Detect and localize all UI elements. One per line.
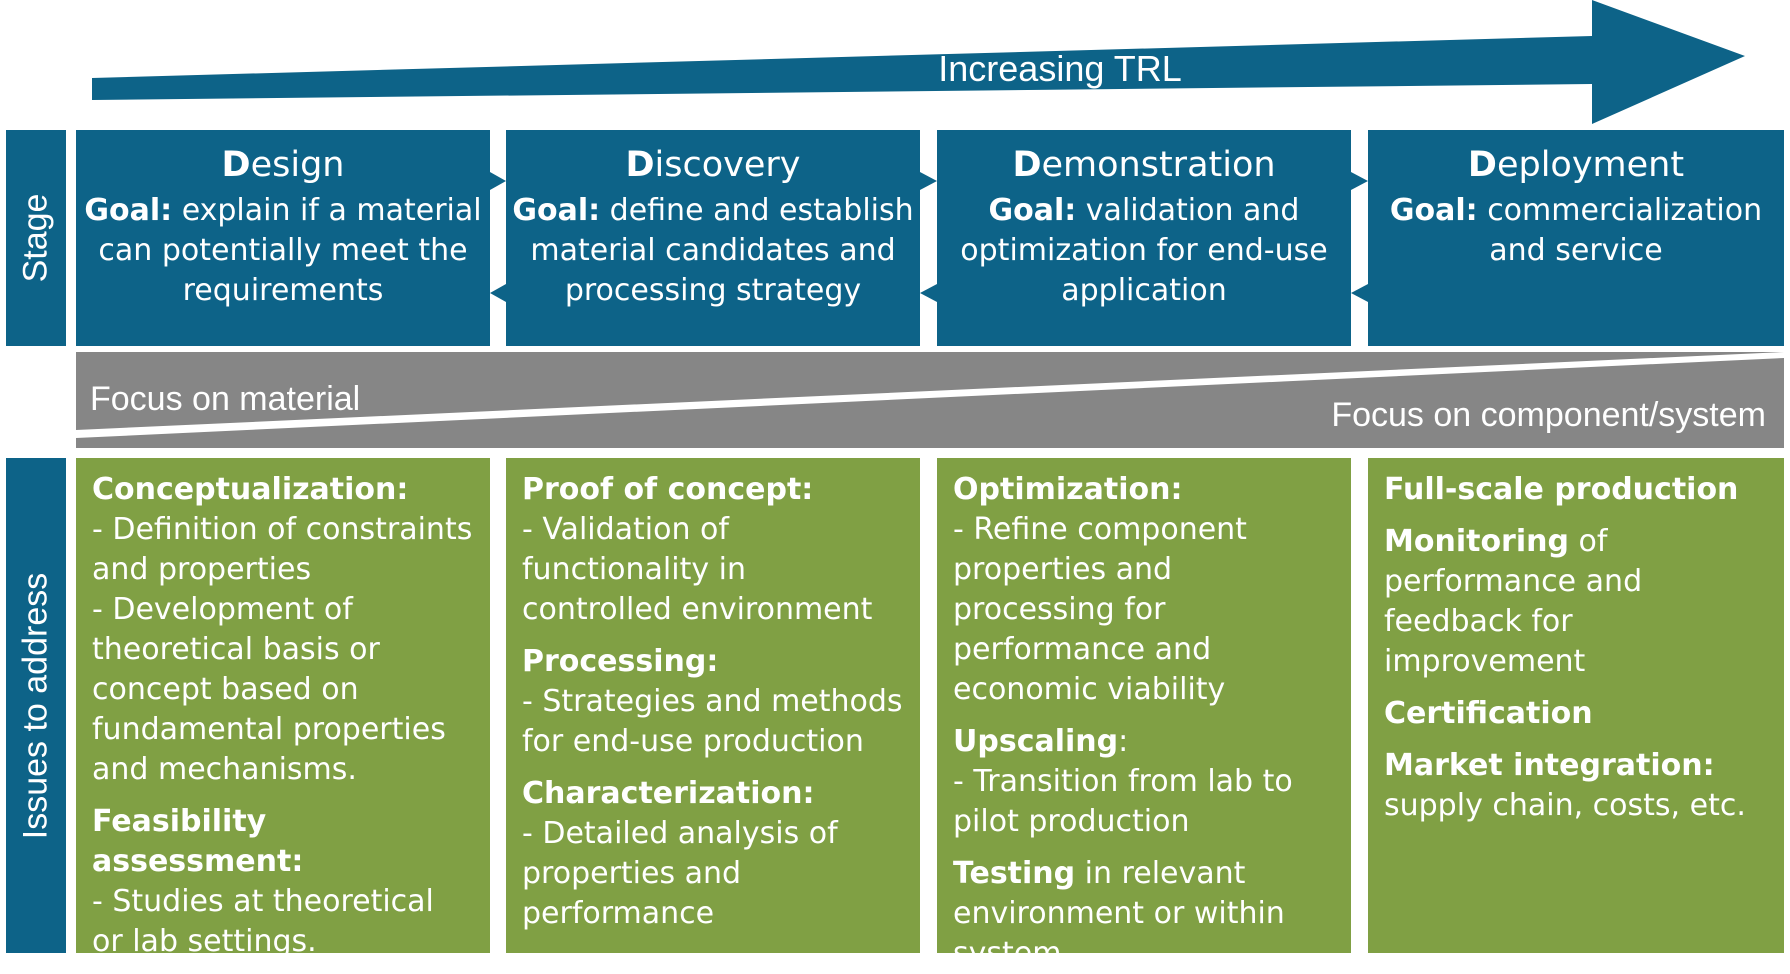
stage-design: Design Goal: explain if a material can p… (76, 130, 490, 346)
issues-discovery: Proof of concept: - Validation of functi… (506, 458, 920, 953)
stage-deployment-goal: Goal: commercialization and service (1389, 193, 1763, 268)
issue-block: Market integration: supply chain, costs,… (1384, 746, 1768, 826)
focus-system-wedge (76, 358, 1784, 448)
stage-demonstration: Demonstration Goal: validation and optim… (937, 130, 1351, 346)
issue-heading: Upscaling (953, 724, 1119, 759)
stage-deployment-title: Deployment (1467, 145, 1685, 185)
stage-design-goal: Goal: explain if a material can potentia… (84, 193, 482, 308)
stage-discovery-title: Discovery (625, 145, 801, 185)
issue-heading-suffix: : (1118, 724, 1129, 759)
connector-arrow-left-2 (920, 284, 937, 302)
focus-system-label: Focus on component/system (1331, 396, 1766, 434)
issues-design: Conceptualization: - Definition of const… (76, 458, 490, 959)
stage-deployment: Deployment Goal: commercialization and s… (1368, 130, 1784, 346)
issue-block: Testing in relevant environment or withi… (953, 854, 1335, 974)
issue-heading-suffix: of performance and feedback for improvem… (1384, 524, 1643, 679)
issue-line: - Transition from lab to pilot productio… (953, 764, 1293, 839)
issue-heading: Characterization: (522, 776, 815, 811)
issue-heading: Monitoring (1384, 524, 1569, 559)
connector-arrow-right-1 (490, 172, 506, 190)
issues-side-label-text: Issues to address (16, 572, 55, 839)
issue-line: - Studies at theoretical or lab settings… (92, 884, 434, 959)
issue-line: - Validation of functionality in control… (522, 512, 873, 627)
issues-deployment: Full-scale production Monitoring of perf… (1368, 458, 1784, 953)
issue-heading: Testing (953, 856, 1076, 891)
issues-demonstration: Optimization: - Refine component propert… (937, 458, 1351, 971)
issue-heading: Optimization: (953, 472, 1183, 507)
focus-material-label: Focus on material (90, 380, 361, 418)
issue-block: Monitoring of performance and feedback f… (1384, 522, 1768, 682)
trl-label: Increasing TRL (938, 48, 1182, 89)
issue-heading: Certification (1384, 696, 1593, 731)
issue-heading: Full-scale production (1384, 472, 1739, 507)
stage-demonstration-goal: Goal: validation and optimization for en… (960, 193, 1328, 308)
trl-arrow (92, 0, 1745, 124)
issue-line: - Strategies and methods for end-use pro… (522, 684, 903, 759)
issue-block: Optimization: - Refine component propert… (953, 470, 1335, 710)
stage-discovery-goal: Goal: define and establish material cand… (512, 193, 914, 308)
issue-block: Full-scale production (1384, 470, 1768, 510)
issue-block: Proof of concept: - Validation of functi… (522, 470, 904, 630)
stage-design-title: Design (221, 145, 345, 185)
issue-block: Feasibility assessment: - Studies at the… (92, 802, 474, 962)
stage-side-label: Stage (6, 130, 66, 346)
connector-arrow-left-1 (490, 284, 506, 302)
issue-line: supply chain, costs, etc. (1384, 788, 1746, 823)
issue-block: Processing: - Strategies and methods for… (522, 642, 904, 762)
issue-heading: Proof of concept: (522, 472, 814, 507)
issue-heading: Feasibility assessment: (92, 804, 304, 879)
trl-arrow-shape (92, 0, 1745, 124)
issue-heading: Market integration: (1384, 748, 1715, 783)
focus-material-wedge (76, 352, 1784, 430)
issues-side-label: Issues to address (6, 458, 66, 953)
issue-block: Certification (1384, 694, 1768, 734)
issue-heading: Processing: (522, 644, 719, 679)
issue-block: Characterization: - Detailed analysis of… (522, 774, 904, 934)
issue-block: Conceptualization: - Definition of const… (92, 470, 474, 790)
focus-band (76, 352, 1784, 448)
issue-heading: Conceptualization: (92, 472, 409, 507)
stage-connectors (490, 172, 1368, 302)
stage-discovery: Discovery Goal: define and establish mat… (506, 130, 920, 346)
connector-arrow-right-3 (1351, 172, 1368, 190)
issue-line: - Definition of constraints and properti… (92, 512, 473, 587)
issue-block: Upscaling: - Transition from lab to pilo… (953, 722, 1335, 842)
issue-line: - Detailed analysis of properties and pe… (522, 816, 838, 931)
connector-arrow-right-2 (920, 172, 937, 190)
issue-line: - Refine component properties and proces… (953, 512, 1247, 707)
issue-line: - Development of theoretical basis or co… (92, 592, 446, 787)
stage-demonstration-title: Demonstration (1012, 145, 1276, 185)
connector-arrow-left-3 (1351, 284, 1368, 302)
